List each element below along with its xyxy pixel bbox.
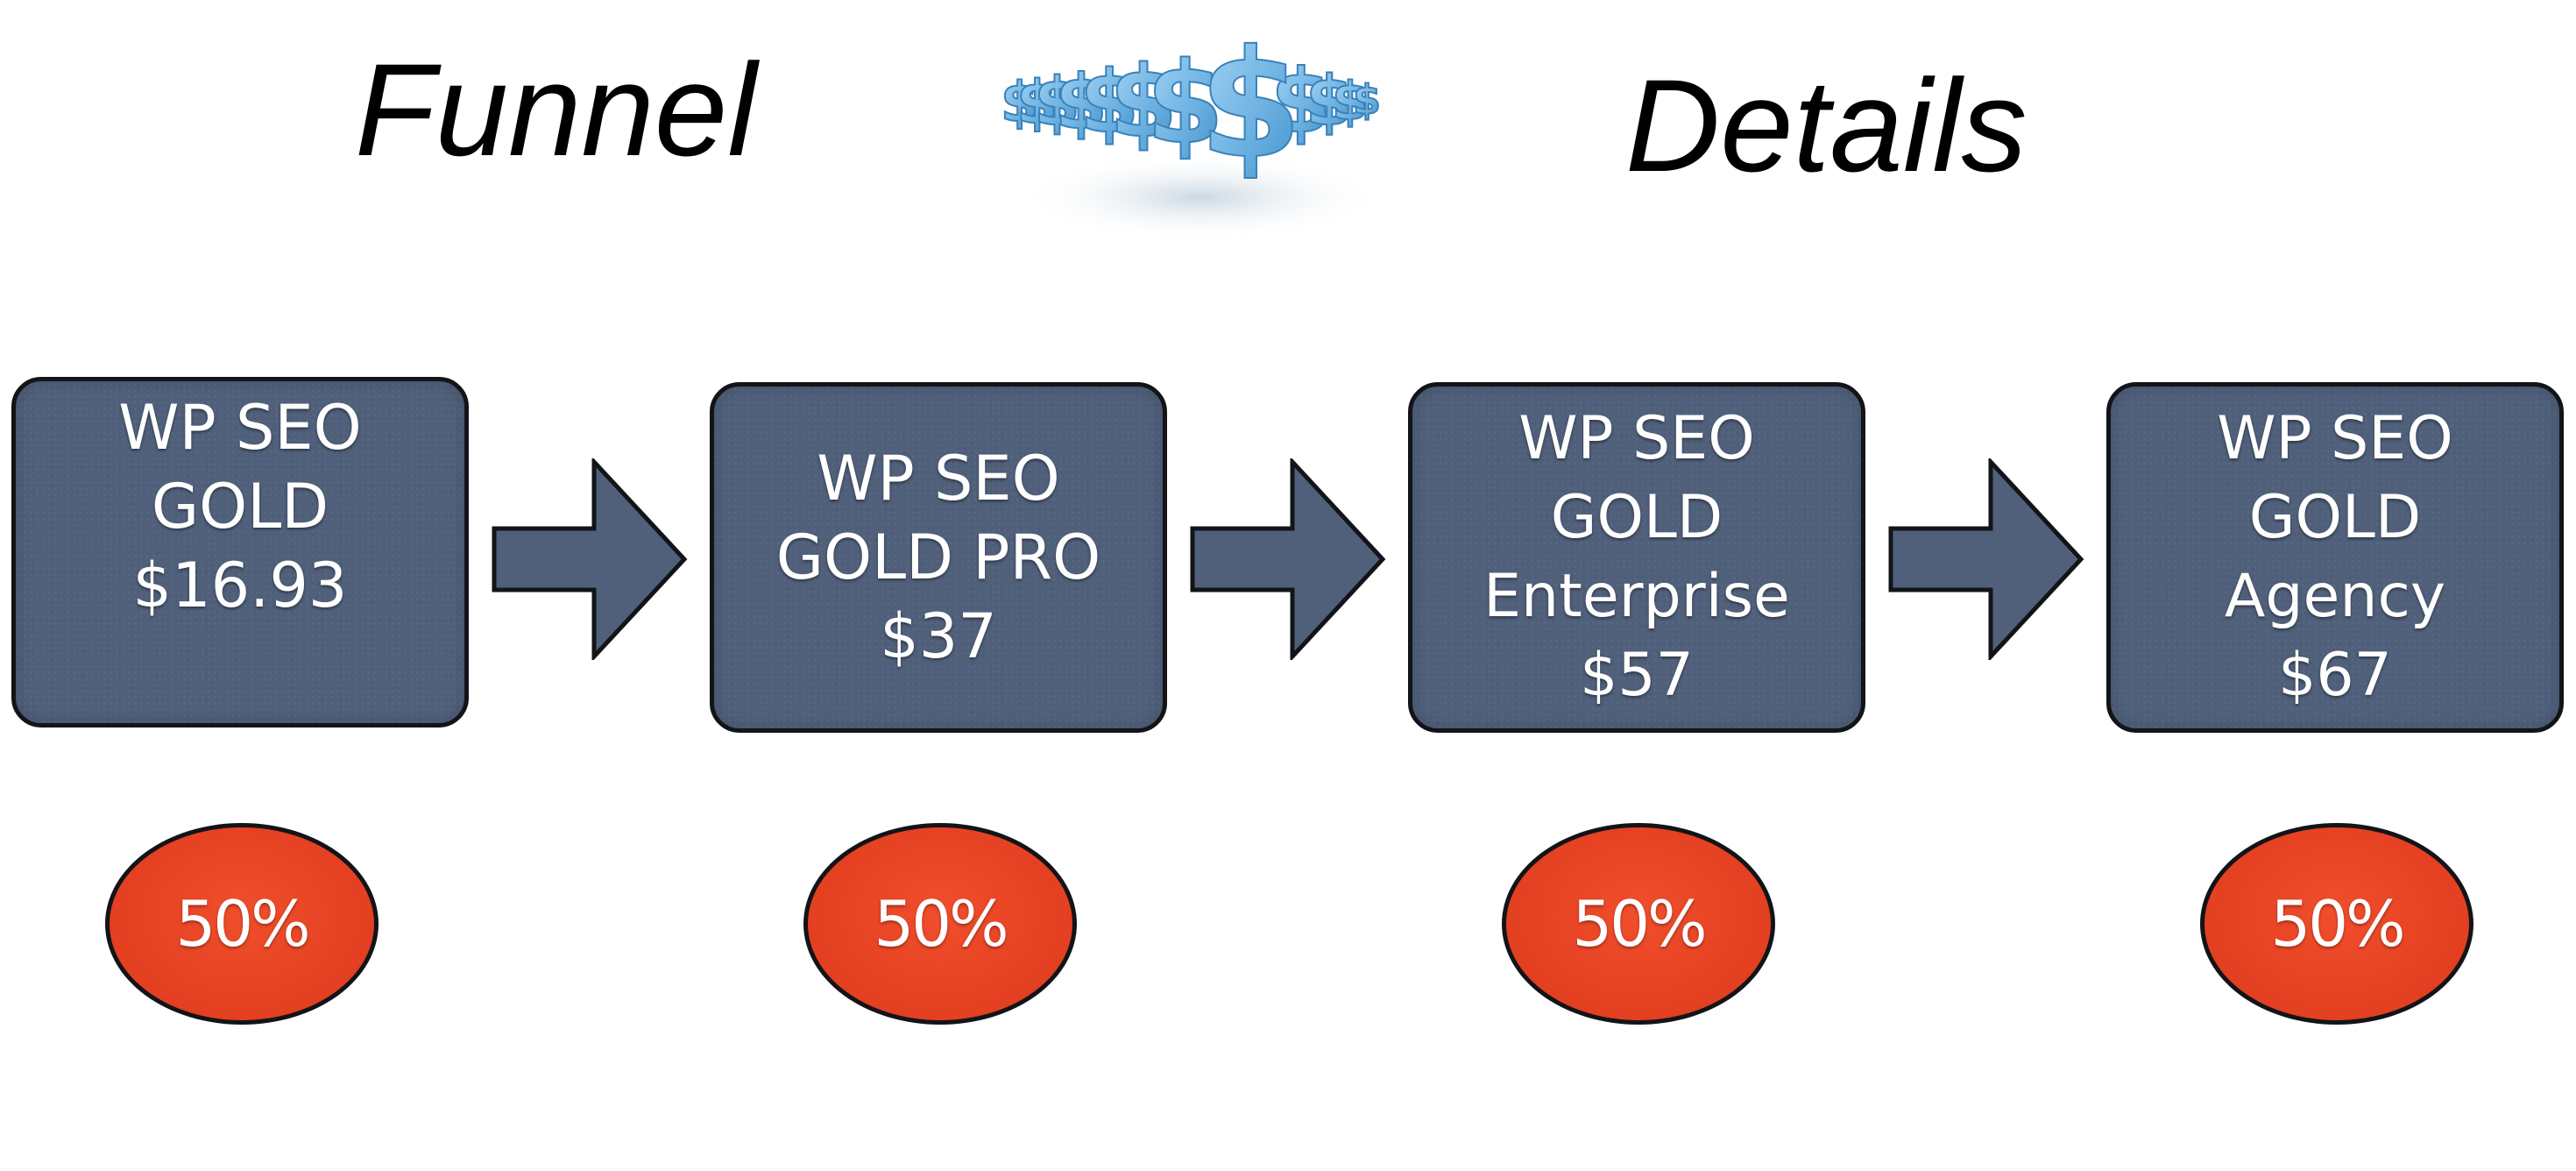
- step-4-line-2: GOLD: [2248, 483, 2422, 552]
- svg-text:$: $: [1016, 68, 1058, 138]
- step-1-price: $16.93: [132, 550, 348, 621]
- funnel-step-2-box: WP SEO GOLD PRO $37: [710, 382, 1167, 733]
- svg-text:$: $: [1270, 50, 1332, 153]
- svg-text:$: $: [1001, 70, 1038, 134]
- step-1-line-1: WP SEO: [118, 392, 362, 464]
- title-funnel: Funnel: [355, 36, 757, 183]
- svg-text:$: $: [1199, 18, 1302, 192]
- step-2-price: $37: [880, 600, 997, 672]
- svg-text:$: $: [1109, 46, 1178, 160]
- step-4-price: $67: [2278, 641, 2392, 710]
- conversion-badge-2: 50%: [803, 823, 1077, 1025]
- svg-text:$: $: [1055, 59, 1108, 146]
- svg-text:$: $: [1332, 71, 1369, 132]
- conversion-badge-4: 50%: [2200, 823, 2473, 1025]
- svg-text:$: $: [1079, 53, 1139, 153]
- step-4-line-3: Agency: [2224, 562, 2446, 631]
- step-3-price: $57: [1580, 641, 1694, 710]
- step-3-line-1: WP SEO: [1518, 404, 1755, 473]
- svg-text:$: $: [1353, 76, 1381, 124]
- svg-text:$: $: [1306, 62, 1353, 141]
- svg-text:$: $: [1034, 62, 1080, 140]
- title-details: Details: [1625, 52, 2028, 199]
- arrow-right-icon: [1190, 458, 1386, 660]
- svg-text:$: $: [1146, 39, 1224, 169]
- step-3-line-2: GOLD: [1550, 483, 1723, 552]
- dollar-signs-row-icon: $ $ $ $ $ $ $ $ $ $ $ $: [1000, 18, 1384, 241]
- step-2-line-2: GOLD PRO: [775, 522, 1101, 593]
- arrow-right-icon: [1888, 458, 2084, 660]
- step-4-line-1: WP SEO: [2217, 404, 2453, 473]
- conversion-badge-3: 50%: [1502, 823, 1775, 1025]
- funnel-step-3-box: WP SEO GOLD Enterprise $57: [1408, 382, 1865, 733]
- funnel-step-4-box: WP SEO GOLD Agency $67: [2106, 382, 2564, 733]
- arrow-right-icon: [492, 458, 688, 660]
- funnel-step-1-box: WP SEO GOLD $16.93: [11, 377, 469, 727]
- conversion-badge-1: 50%: [105, 823, 379, 1025]
- step-2-line-1: WP SEO: [817, 443, 1060, 515]
- step-1-line-2: GOLD: [151, 471, 329, 543]
- step-3-line-3: Enterprise: [1483, 562, 1790, 631]
